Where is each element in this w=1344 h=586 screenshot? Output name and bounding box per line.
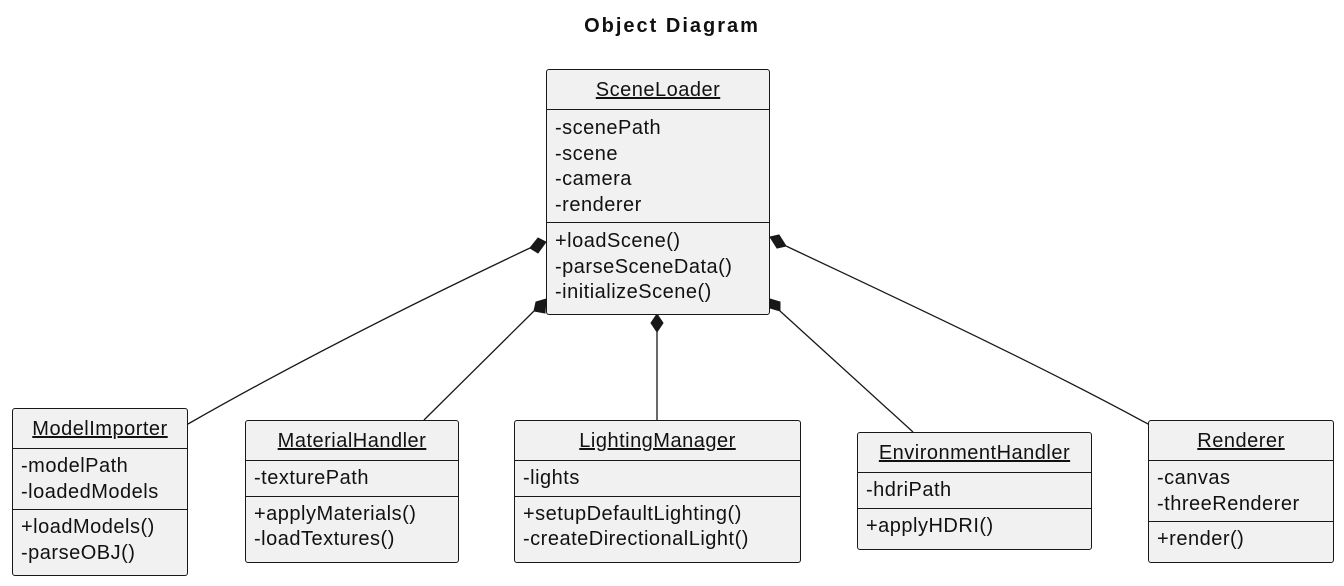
method: -loadTextures() xyxy=(254,528,395,550)
object-materialhandler[interactable]: MaterialHandler -texturePath +applyMater… xyxy=(245,420,459,563)
attribute: -texturePath xyxy=(254,467,369,489)
attributes-section: -texturePath xyxy=(246,461,458,497)
object-name: LightingManager xyxy=(515,421,800,461)
method: +loadModels() xyxy=(21,516,155,538)
object-lightingmanager[interactable]: LightingManager -lights +setupDefaultLig… xyxy=(514,420,801,563)
attribute: -camera xyxy=(555,168,632,190)
composition-diamond-icon xyxy=(769,298,781,312)
diagram-title: Object Diagram xyxy=(584,15,760,37)
method: -initializeScene() xyxy=(555,281,712,303)
link-sceneloader-renderer xyxy=(785,245,1149,425)
composition-diamond-icon xyxy=(529,237,547,254)
attribute: -renderer xyxy=(555,193,642,216)
methods-section: +loadModels() -parseOBJ() xyxy=(13,510,187,570)
composition-diamond-icon xyxy=(650,313,664,333)
link-sceneloader-modelimporter xyxy=(187,247,531,425)
attribute: -loadedModels xyxy=(21,480,159,503)
methods-section: +render() xyxy=(1149,522,1333,557)
method: +loadScene() xyxy=(555,230,681,252)
object-name: Renderer xyxy=(1149,421,1333,461)
method: +render() xyxy=(1157,528,1245,550)
object-environmenthandler[interactable]: EnvironmentHandler -hdriPath +applyHDRI(… xyxy=(857,432,1092,550)
object-renderer[interactable]: Renderer -canvas -threeRenderer +render(… xyxy=(1148,420,1334,563)
methods-section: +applyHDRI() xyxy=(858,509,1091,544)
link-sceneloader-environmenthandler xyxy=(779,310,914,433)
composition-diamond-icon xyxy=(769,234,787,249)
method: +setupDefaultLighting() xyxy=(523,502,742,525)
attribute: -threeRenderer xyxy=(1157,492,1300,515)
object-sceneloader[interactable]: SceneLoader -scenePath -scene -camera -r… xyxy=(546,69,770,315)
attributes-section: -lights xyxy=(515,461,800,497)
attribute: -modelPath xyxy=(21,455,129,477)
attributes-section: -canvas -threeRenderer xyxy=(1149,461,1333,522)
attribute: -scene xyxy=(555,142,619,165)
object-name: ModelImporter xyxy=(13,409,187,449)
object-name: SceneLoader xyxy=(547,70,769,110)
object-modelimporter[interactable]: ModelImporter -modelPath -loadedModels +… xyxy=(12,408,188,576)
attribute: -hdriPath xyxy=(866,479,952,501)
attribute: -scenePath xyxy=(555,117,662,139)
attribute: -canvas xyxy=(1157,467,1231,489)
attributes-section: -hdriPath xyxy=(858,473,1091,509)
method: -createDirectionalLight() xyxy=(523,528,749,550)
composition-diamond-icon xyxy=(533,298,547,314)
attributes-section: -modelPath -loadedModels xyxy=(13,449,187,510)
object-name: EnvironmentHandler xyxy=(858,433,1091,473)
methods-section: +loadScene() -parseSceneData() -initiali… xyxy=(547,223,769,310)
attributes-section: -scenePath -scene -camera -renderer xyxy=(547,110,769,223)
method: +applyHDRI() xyxy=(866,514,994,537)
method: +applyMaterials() xyxy=(254,502,417,525)
link-sceneloader-materialhandler xyxy=(423,310,535,421)
object-name: MaterialHandler xyxy=(246,421,458,461)
method: -parseOBJ() xyxy=(21,541,136,564)
methods-section: +applyMaterials() -loadTextures() xyxy=(246,497,458,557)
methods-section: +setupDefaultLighting() -createDirection… xyxy=(515,497,800,557)
method: -parseSceneData() xyxy=(555,255,733,278)
attribute: -lights xyxy=(523,467,580,489)
